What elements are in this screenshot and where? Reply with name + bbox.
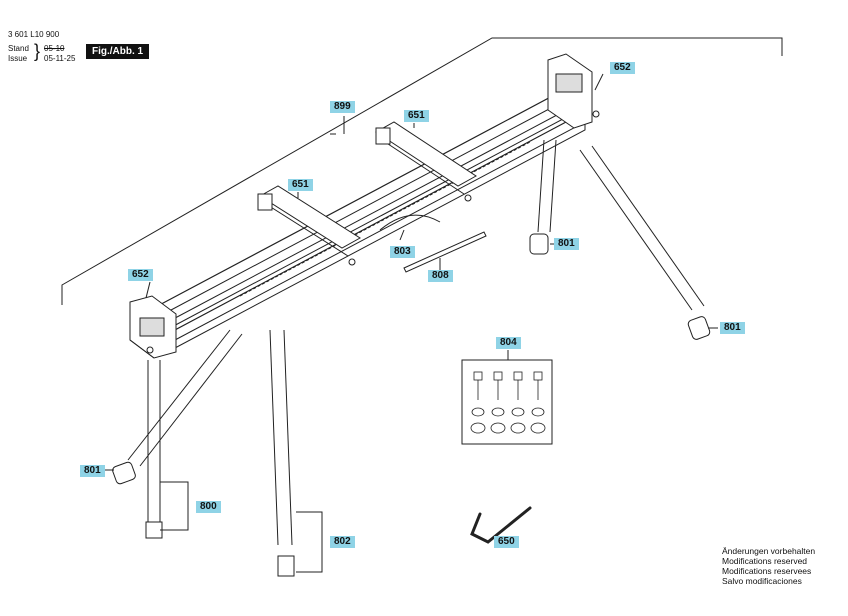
callout-803: 803 <box>390 246 415 258</box>
callout-800: 800 <box>196 501 221 513</box>
callout-652-rear: 652 <box>610 62 635 74</box>
leg-front-brace <box>127 329 243 467</box>
leg-front-left <box>145 360 163 539</box>
note-line-de: Änderungen vorbehalten <box>722 546 816 556</box>
brace-glyph: } <box>34 41 41 61</box>
hex-key-650 <box>470 506 532 544</box>
note-line-fr: Modifications reservees <box>722 566 812 576</box>
callout-650: 650 <box>494 536 519 548</box>
bracket-899 <box>61 37 783 305</box>
callout-801-rear-vertical: 801 <box>554 238 579 250</box>
stand-label: Stand <box>8 44 29 53</box>
callout-899: 899 <box>330 101 355 113</box>
leg-center <box>269 329 295 577</box>
callout-801-front: 801 <box>80 465 105 477</box>
callout-802: 802 <box>330 536 355 548</box>
document-number: 3 601 L10 900 <box>8 30 60 39</box>
end-cap-front <box>129 295 177 359</box>
leg-rear-vertical <box>537 139 557 233</box>
stand-date: 05-10 <box>44 44 65 53</box>
rail <box>148 91 587 349</box>
strip-808 <box>403 231 487 273</box>
support-arm-right <box>375 121 477 202</box>
modification-note: Änderungen vorbehalten Modifications res… <box>722 546 815 586</box>
screw-set <box>470 371 546 434</box>
figure-label: Fig./Abb. 1 <box>86 44 150 59</box>
callout-804: 804 <box>496 337 521 349</box>
end-cap-rear <box>547 53 600 129</box>
support-arm-left <box>257 185 361 266</box>
callout-652-front: 652 <box>128 269 153 281</box>
note-line-en: Modifications reserved <box>722 556 808 566</box>
note-line-es: Salvo modificaciones <box>722 576 802 586</box>
callout-808: 808 <box>428 270 453 282</box>
issue-date: 05-11-25 <box>44 54 76 63</box>
issue-label: Issue <box>8 54 28 63</box>
callout-801-rear-diagonal: 801 <box>720 322 745 334</box>
leg-rear-diagonal <box>579 145 705 311</box>
callout-651-left: 651 <box>288 179 313 191</box>
callout-651-right: 651 <box>404 110 429 122</box>
